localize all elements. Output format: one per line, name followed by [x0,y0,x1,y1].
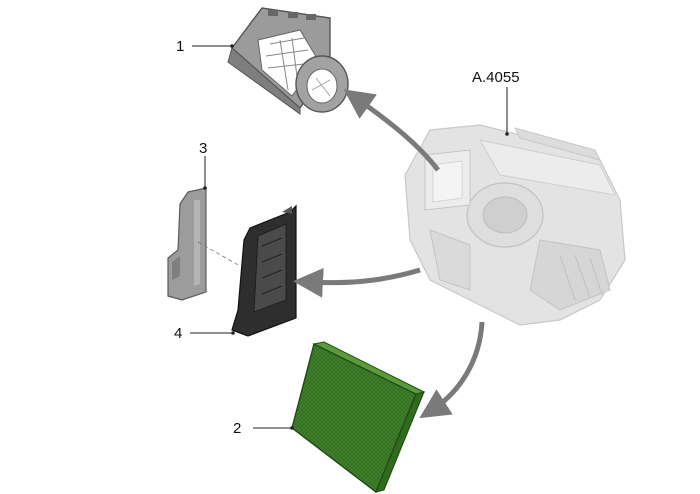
hvac-unit-icon [404,124,626,326]
callout-assembly: A.4055 [472,69,520,86]
leader-dot-1 [230,44,234,48]
cabin-air-filter-icon [291,341,426,494]
leader-dot-3 [203,186,207,190]
blower-housing-icon [227,7,349,115]
callout-1: 1 [176,38,184,55]
leader-dot-2 [290,426,294,430]
arrow-to-filter [419,321,485,419]
arrow-to-frame [293,267,421,298]
leader-dot-4 [231,331,235,335]
leader-dot-assembly [505,132,509,136]
filter-cover-strip-icon [167,187,207,301]
alignment-dash-line [197,241,241,267]
arrow-to-blower [343,89,440,172]
callout-3: 3 [199,140,207,157]
callout-4: 4 [174,325,182,342]
callout-2: 2 [233,420,241,437]
filter-frame-icon [231,204,297,337]
